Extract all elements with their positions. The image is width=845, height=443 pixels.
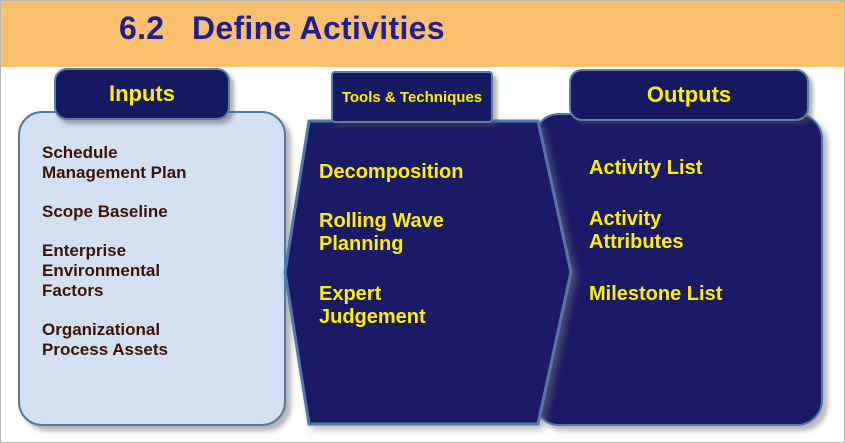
inputs-item-2: Scope Baseline bbox=[42, 202, 168, 222]
tools-item-3: Expert Judgement bbox=[319, 282, 426, 328]
inputs-item-4: Organizational Process Assets bbox=[42, 320, 169, 360]
inputs-panel: Schedule Management Plan Scope Baseline … bbox=[18, 111, 286, 426]
tools-hexagon-shape bbox=[283, 119, 573, 426]
outputs-header-tab: Outputs bbox=[569, 69, 809, 121]
tools-item-1: Decomposition bbox=[319, 161, 464, 183]
tools-item-list: Decomposition Rolling Wave Planning Expe… bbox=[319, 161, 537, 355]
outputs-item-1: Activity List bbox=[589, 157, 703, 179]
tools-item-2: Rolling Wave Planning bbox=[319, 210, 444, 256]
tools-panel: Decomposition Rolling Wave Planning Expe… bbox=[283, 119, 573, 426]
outputs-item-2: Activity Attributes bbox=[589, 208, 684, 254]
inputs-item-1: Schedule Management Plan bbox=[42, 143, 187, 183]
outputs-item-3: Milestone List bbox=[589, 282, 723, 305]
inputs-item-3: Enterprise Environmental Factors bbox=[42, 241, 161, 301]
outputs-panel: Activity List Activity Attributes Milest… bbox=[533, 113, 823, 426]
tools-header-tab: Tools & Techniques bbox=[331, 71, 493, 123]
inputs-header-tab: Inputs bbox=[54, 68, 230, 120]
page-title: 6.2 Define Activities bbox=[119, 10, 445, 46]
title-banner bbox=[1, 1, 844, 67]
